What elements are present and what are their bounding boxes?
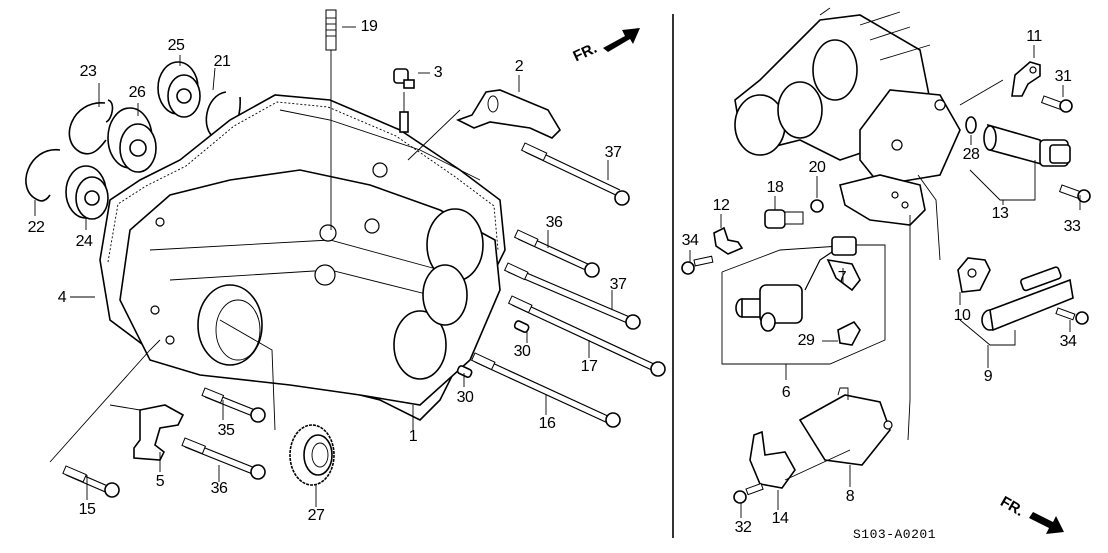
callout-17: 17 [580, 358, 598, 375]
cover-10 [957, 257, 991, 293]
cover-8 [798, 387, 893, 466]
dowel-pin-30-lower [456, 365, 473, 378]
solenoid-assembly-6 [735, 236, 857, 332]
callout-3: 3 [433, 64, 443, 81]
callout-24: 24 [75, 233, 93, 250]
callout-29: 29 [797, 332, 815, 349]
callout-32: 32 [734, 519, 752, 536]
valve-body [839, 174, 926, 226]
snap-ring-23 [68, 99, 114, 155]
bolt-35 [201, 387, 266, 423]
bolt-17 [507, 295, 666, 377]
bracket-11 [1011, 61, 1041, 97]
callout-8: 8 [845, 488, 855, 505]
callout-33: 33 [1063, 218, 1081, 235]
callout-28: 28 [962, 146, 980, 163]
callout-10: 10 [953, 307, 971, 324]
callout-20: 20 [808, 159, 826, 176]
stud-bolt-19 [325, 9, 337, 230]
callout-15: 15 [78, 501, 96, 518]
transmission-housing [119, 109, 501, 406]
callout-2: 2 [514, 58, 524, 75]
callout-22: 22 [27, 219, 45, 236]
callout-36-lower: 36 [210, 480, 228, 497]
reference-code: S103-A0201 [853, 527, 937, 542]
bearing-25 [157, 61, 201, 118]
washer-20 [810, 199, 824, 213]
plug-18 [764, 209, 804, 229]
solenoid-9 [981, 266, 1074, 332]
callout-9: 9 [983, 368, 993, 385]
bolt-34-right [1055, 307, 1089, 325]
fr-arrow-top-icon [603, 28, 640, 52]
callout-35: 35 [217, 422, 235, 439]
bolt-31 [1040, 95, 1073, 113]
bolt-36-upper [513, 229, 600, 278]
clip-29 [837, 320, 861, 346]
bearing-24 [65, 165, 109, 220]
callout-11: 11 [1026, 28, 1042, 45]
snap-ring-22 [25, 149, 61, 202]
bolt-37-lower [503, 262, 641, 330]
callout-31: 31 [1054, 68, 1072, 85]
callout-34-right: 34 [1059, 333, 1077, 350]
callout-14: 14 [771, 510, 789, 527]
callout-21: 21 [213, 53, 231, 70]
callout-27: 27 [307, 507, 325, 524]
dowel-pin-30-upper [513, 320, 530, 333]
callout-5: 5 [155, 473, 165, 490]
seal-7 [826, 258, 861, 292]
callout-23: 23 [79, 63, 97, 80]
bolt-37-upper [520, 142, 630, 206]
transmission-case-outline [734, 7, 961, 186]
callout-4: 4 [57, 289, 67, 306]
callout-6: 6 [781, 384, 791, 401]
bracket-14 [749, 430, 851, 489]
callout-30-upper: 30 [513, 343, 531, 360]
breather-3 [393, 68, 415, 133]
bracket-5 [133, 404, 185, 461]
bolt-34-left [681, 255, 714, 275]
callout-37-lower: 37 [609, 276, 627, 293]
bolt-15 [62, 465, 120, 498]
callout-18: 18 [766, 179, 784, 196]
bolt-16 [470, 352, 621, 428]
callout-7: 7 [837, 269, 847, 286]
callout-37-upper: 37 [604, 144, 622, 161]
bracket-2 [455, 89, 562, 139]
bolt-33 [1058, 184, 1091, 203]
bracket-12 [713, 226, 744, 255]
leader-lines-left [34, 26, 613, 507]
callout-34-left: 34 [681, 232, 699, 249]
callout-36-upper: 36 [545, 214, 563, 231]
callout-30-lower: 30 [456, 389, 474, 406]
bolt-32 [733, 482, 764, 504]
fr-arrow-bottom-icon [1029, 512, 1064, 534]
shift-solenoid-13 [983, 123, 1071, 167]
callout-13: 13 [991, 205, 1009, 222]
callout-12: 12 [712, 197, 730, 214]
bearing-26 [107, 107, 157, 173]
callout-25: 25 [167, 37, 185, 54]
leader-lines-right [689, 45, 1081, 518]
callout-19: 19 [360, 18, 378, 35]
assembly-box-6 [721, 244, 886, 365]
o-ring-28 [965, 116, 977, 134]
oil-seal-27 [289, 424, 335, 486]
bolt-36-lower [181, 437, 266, 480]
callout-1: 1 [408, 428, 418, 445]
callout-16: 16 [538, 415, 556, 432]
callout-26: 26 [128, 84, 146, 101]
